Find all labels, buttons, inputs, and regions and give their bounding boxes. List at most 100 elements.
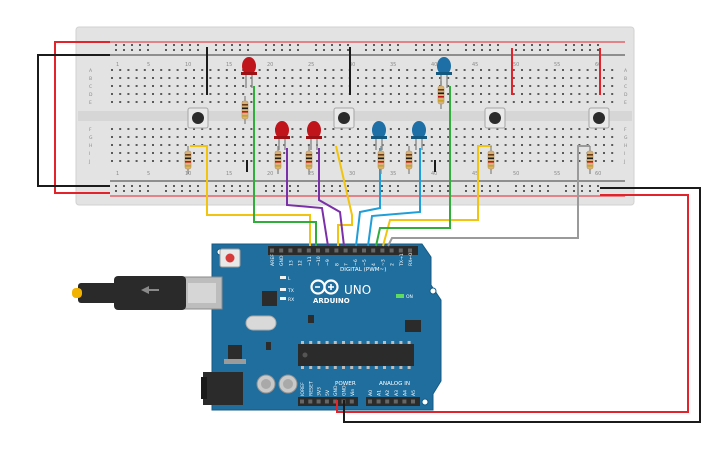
rail-hole[interactable] [497, 190, 499, 192]
rail-hole[interactable] [573, 49, 575, 51]
rail-hole[interactable] [365, 49, 367, 51]
breadboard-hole[interactable] [381, 77, 384, 79]
rail-hole[interactable] [565, 190, 567, 192]
rail-hole[interactable] [231, 185, 233, 187]
breadboard-hole[interactable] [176, 69, 179, 71]
breadboard-hole[interactable] [537, 69, 540, 71]
breadboard-hole[interactable] [488, 85, 491, 87]
wire-black-left-rail[interactable] [37, 54, 110, 187]
breadboard-hole[interactable] [603, 128, 605, 130]
breadboard-hole[interactable] [389, 85, 392, 87]
rail-hole[interactable] [289, 49, 291, 51]
breadboard-hole[interactable] [570, 144, 573, 146]
rail-hole[interactable] [331, 44, 333, 46]
breadboard-hole[interactable] [340, 93, 343, 95]
breadboard-hole[interactable] [266, 69, 269, 71]
breadboard-hole[interactable] [143, 144, 146, 146]
rail-hole[interactable] [173, 49, 175, 51]
breadboard-hole[interactable] [184, 128, 187, 130]
breadboard-hole[interactable] [504, 152, 507, 154]
breadboard-hole[interactable] [283, 69, 286, 71]
breadboard-hole[interactable] [357, 136, 359, 138]
rail-hole[interactable] [281, 49, 283, 51]
rail-hole[interactable] [439, 49, 441, 51]
breadboard-hole[interactable] [258, 77, 261, 79]
breadboard-hole[interactable] [193, 69, 195, 71]
breadboard-hole[interactable] [201, 160, 204, 162]
breadboard-hole[interactable] [512, 101, 515, 103]
breadboard-hole[interactable] [496, 77, 499, 79]
rail-hole[interactable] [139, 190, 141, 192]
breadboard-hole[interactable] [471, 85, 474, 87]
rail-hole[interactable] [531, 49, 533, 51]
breadboard-hole[interactable] [193, 85, 195, 87]
breadboard-hole[interactable] [430, 101, 433, 103]
rail-hole[interactable] [397, 185, 399, 187]
wire-yellow-button1[interactable] [190, 145, 311, 246]
rail-hole[interactable] [597, 49, 599, 51]
breadboard-hole[interactable] [119, 69, 122, 71]
digital-header-pin[interactable] [398, 248, 403, 253]
resistor[interactable] [405, 146, 413, 174]
breadboard-hole[interactable] [488, 93, 491, 95]
rail-hole[interactable] [481, 185, 483, 187]
breadboard-hole[interactable] [562, 136, 564, 138]
breadboard-hole[interactable] [471, 136, 474, 138]
breadboard-hole[interactable] [496, 69, 499, 71]
breadboard-hole[interactable] [176, 160, 179, 162]
breadboard-hole[interactable] [504, 128, 507, 130]
rail-hole[interactable] [365, 44, 367, 46]
push-button-4[interactable] [588, 107, 610, 129]
breadboard-hole[interactable] [414, 77, 417, 79]
rail-hole[interactable] [131, 190, 133, 192]
breadboard-hole[interactable] [578, 101, 581, 103]
breadboard-hole[interactable] [135, 160, 138, 162]
breadboard-hole[interactable] [488, 69, 491, 71]
breadboard-hole[interactable] [234, 136, 236, 138]
wire-black-gnd[interactable] [343, 187, 701, 423]
rail-hole[interactable] [597, 185, 599, 187]
breadboard-hole[interactable] [545, 93, 548, 95]
breadboard-hole[interactable] [586, 101, 589, 103]
breadboard-hole[interactable] [152, 128, 154, 130]
rail-hole[interactable] [539, 185, 541, 187]
breadboard-hole[interactable] [570, 128, 573, 130]
breadboard-hole[interactable] [496, 144, 499, 146]
rail-hole[interactable] [415, 44, 417, 46]
breadboard-hole[interactable] [168, 77, 171, 79]
breadboard-hole[interactable] [373, 77, 376, 79]
breadboard-hole[interactable] [471, 160, 474, 162]
breadboard-hole[interactable] [521, 93, 523, 95]
breadboard-hole[interactable] [545, 136, 548, 138]
breadboard-hole[interactable] [242, 144, 245, 146]
rail-hole[interactable] [381, 44, 383, 46]
breadboard-hole[interactable] [176, 128, 179, 130]
rail-hole[interactable] [281, 185, 283, 187]
breadboard-hole[interactable] [324, 128, 327, 130]
breadboard-hole[interactable] [406, 144, 409, 146]
led-blue-2[interactable] [411, 121, 427, 150]
wire-purple-led2[interactable] [286, 148, 329, 247]
breadboard-hole[interactable] [324, 85, 327, 87]
breadboard-hole[interactable] [521, 77, 523, 79]
breadboard-hole[interactable] [545, 160, 548, 162]
rail-hole[interactable] [197, 44, 199, 46]
resistors[interactable] [184, 81, 594, 174]
digital-header-pin[interactable] [334, 248, 339, 253]
rail-hole[interactable] [165, 44, 167, 46]
rail-hole[interactable] [131, 44, 133, 46]
rail-hole[interactable] [465, 44, 467, 46]
rail-hole[interactable] [331, 185, 333, 187]
led-red-1[interactable] [274, 121, 290, 150]
breadboard-hole[interactable] [570, 101, 573, 103]
breadboard-hole[interactable] [398, 128, 400, 130]
breadboard-hole[interactable] [357, 93, 359, 95]
breadboard-hole[interactable] [258, 160, 261, 162]
breadboard-hole[interactable] [291, 144, 294, 146]
rail-hole[interactable] [331, 49, 333, 51]
rail-hole[interactable] [447, 44, 449, 46]
breadboard-hole[interactable] [365, 101, 368, 103]
digital-header-pin[interactable] [325, 248, 330, 253]
breadboard-hole[interactable] [389, 144, 392, 146]
rail-hole[interactable] [315, 49, 317, 51]
